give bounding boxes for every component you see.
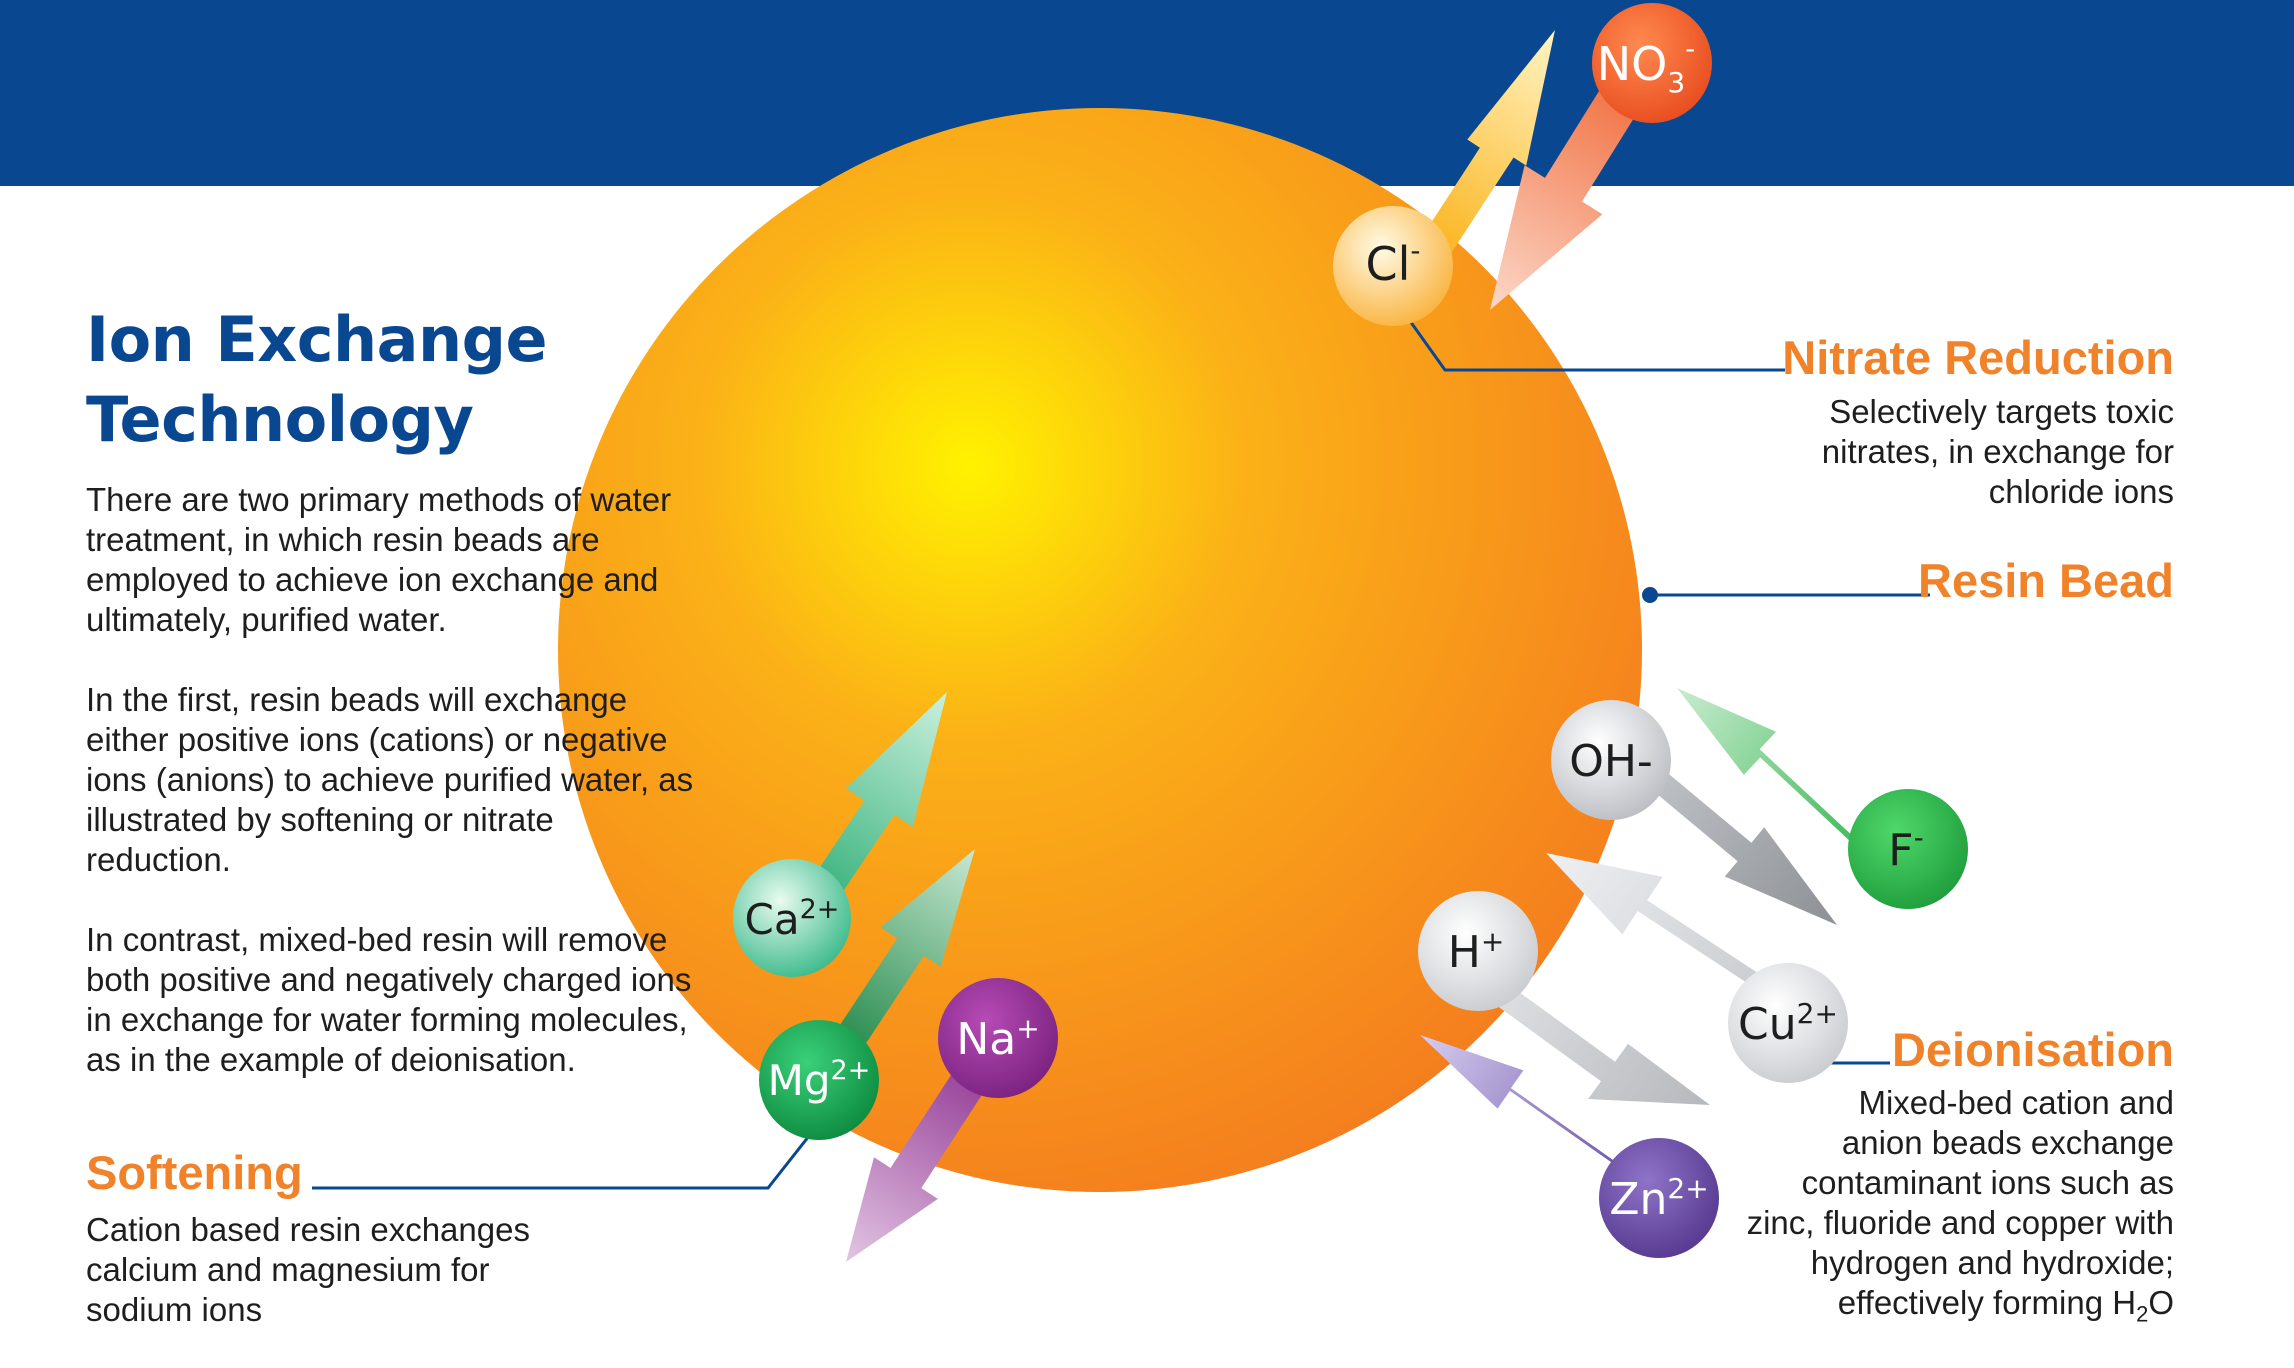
copper-ion-sphere (1728, 963, 1848, 1083)
chloride-ion-label: Cl- (1365, 234, 1420, 291)
magnesium-ion-icon: Mg2+ (759, 1020, 879, 1140)
chloride-out-arrow (1409, 30, 1555, 267)
magnesium-ion-sphere (759, 1020, 879, 1140)
zinc-ion-icon: Zn2+ (1599, 1138, 1719, 1258)
fluoride-in-arrow (1677, 688, 1881, 870)
deionisation-line-6-suffix: O (2148, 1284, 2174, 1321)
nitrate-line-2: nitrates, in exchange for (1821, 433, 2174, 470)
deionisation-description: Mixed-bed cation and anion beads exchang… (1747, 1083, 2174, 1335)
zinc-in-arrow (1420, 1035, 1639, 1181)
softening-callout-line (312, 1121, 822, 1190)
resin-bead (558, 108, 1642, 1192)
deionisation-line-2: anion beads exchange (1841, 1124, 2174, 1161)
nitrate-reduction-description: Selectively targets toxic nitrates, in e… (1822, 392, 2174, 512)
nitrate-callout-line (1393, 299, 1785, 372)
title-line-2: Technology (86, 383, 474, 456)
hydroxide-ion-sphere (1551, 700, 1671, 820)
sodium-ion-sphere (938, 978, 1058, 1098)
sodium-ion-label: Na+ (956, 1012, 1039, 1065)
page-title: Ion Exchange Technology (86, 300, 548, 460)
deionisation-line-4: zinc, fluoride and copper with (1746, 1204, 2174, 1241)
fluoride-ion-icon: F- (1848, 789, 1968, 909)
softening-line-2: calcium and magnesium for (86, 1251, 490, 1288)
deionisation-line-3: contaminant ions such as (1801, 1164, 2174, 1201)
calcium-out-arrow (788, 692, 947, 928)
nitrate-ion-icon: NO3- (1592, 3, 1712, 123)
copper-ion-label: Cu2+ (1738, 997, 1838, 1050)
sodium-ion-icon: Na+ (938, 978, 1058, 1098)
intro-text: There are two primary methods of water t… (86, 480, 706, 1120)
deionisation-line-6-prefix: effectively forming H (1837, 1284, 2137, 1321)
nitrate-reduction-heading: Nitrate Reduction (1782, 331, 2174, 384)
deionisation-line-6: effectively forming H2O (1747, 1283, 2174, 1335)
zinc-ion-label: Zn2+ (1609, 1172, 1708, 1225)
hydroxide-ion-label: OH- (1569, 736, 1653, 787)
copper-in-arrow (1546, 853, 1797, 1009)
chloride-ion-icon: Cl- (1333, 206, 1453, 326)
callout-lines (312, 299, 1930, 1190)
hydroxide-ion-icon: OH- (1551, 700, 1671, 820)
calcium-ion-label: Ca2+ (745, 894, 840, 944)
softening-heading: Softening (86, 1146, 303, 1199)
softening-description: Cation based resin exchanges calcium and… (86, 1210, 530, 1330)
calcium-ion-icon: Ca2+ (733, 859, 851, 977)
hydrogen-ion-label: H+ (1448, 925, 1505, 978)
chloride-ion-sphere (1333, 206, 1453, 326)
zinc-ion-sphere (1599, 1138, 1719, 1258)
arrows (788, 25, 1881, 1262)
intro-paragraph-2: In the first, resin beads will exchange … (86, 681, 694, 878)
calcium-ion-sphere (733, 859, 851, 977)
hydroxide-out-arrow (1636, 758, 1837, 925)
nitrate-line-3: chloride ions (1988, 473, 2174, 510)
title-line-1: Ion Exchange (86, 303, 548, 376)
softening-line-1: Cation based resin exchanges (86, 1211, 530, 1248)
nitrate-line-1: Selectively targets toxic (1829, 393, 2174, 430)
deionisation-line-1: Mixed-bed cation and (1858, 1084, 2174, 1121)
deionisation-line-6-sub: 2 (2136, 1301, 2149, 1327)
nitrate-ion-label: NO3- (1597, 32, 1696, 99)
nitrate-ion-sphere (1592, 3, 1712, 123)
hydrogen-out-arrow (1478, 973, 1710, 1105)
hydrogen-ion-sphere (1418, 891, 1538, 1011)
magnesium-ion-label: Mg2+ (768, 1055, 871, 1105)
resin-bead-callout-dot (1642, 587, 1658, 603)
fluoride-ion-label: F- (1888, 821, 1923, 876)
hydrogen-ion-icon: H+ (1418, 891, 1538, 1011)
fluoride-ion-sphere (1848, 789, 1968, 909)
ions: NO3- Cl- Ca2+ Mg2+ Na+ OH- F- H+ (733, 3, 1968, 1258)
intro-paragraph-1: There are two primary methods of water t… (86, 481, 672, 638)
copper-ion-icon: Cu2+ (1728, 963, 1848, 1083)
deionisation-heading: Deionisation (1891, 1023, 2174, 1076)
deionisation-line-5: hydrogen and hydroxide; (1810, 1244, 2174, 1281)
resin-bead-label: Resin Bead (1918, 554, 2174, 607)
intro-paragraph-3: In contrast, mixed-bed resin will remove… (86, 921, 692, 1078)
softening-line-3: sodium ions (86, 1291, 263, 1328)
